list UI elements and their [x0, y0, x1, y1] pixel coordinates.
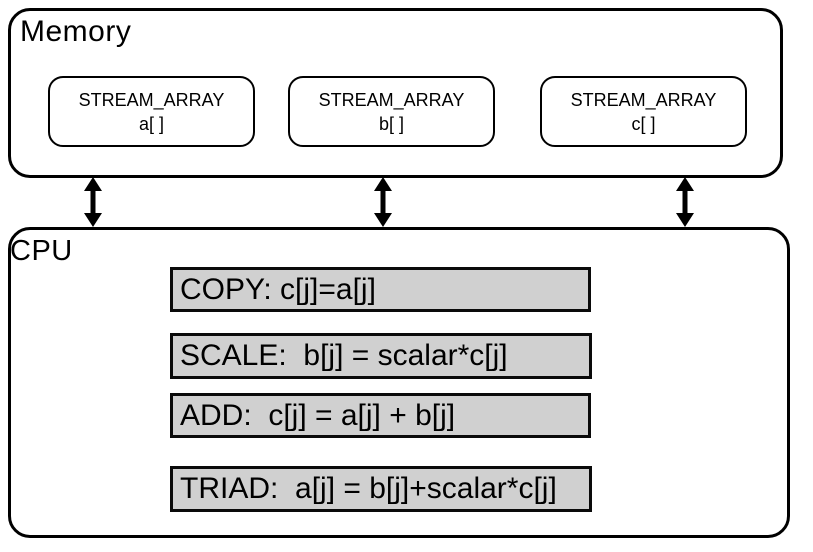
stream-array-a-name: a[ ] — [138, 113, 164, 134]
bidirectional-arrow-icon — [374, 177, 392, 227]
stream-array-a-box: STREAM_ARRAY a[ ] — [48, 76, 255, 147]
operation-triad-label: TRIAD: a[j] = b[j]+scalar*c[j] — [180, 472, 557, 505]
stream-array-b-title: STREAM_ARRAY — [318, 89, 465, 110]
bidirectional-arrow-icon — [676, 177, 694, 227]
operation-triad-box: TRIAD: a[j] = b[j]+scalar*c[j] — [170, 466, 592, 512]
operation-copy-label: COPY: c[j]=a[j] — [180, 272, 376, 306]
stream-array-c-title: STREAM_ARRAY — [570, 89, 717, 110]
stream-array-b-box: STREAM_ARRAY b[ ] — [288, 76, 495, 147]
stream-array-a-title: STREAM_ARRAY — [78, 89, 225, 110]
cpu-label: CPU — [10, 235, 73, 267]
operation-add-box: ADD: c[j] = a[j] + b[j] — [170, 393, 591, 438]
stream-array-c-name: c[ ] — [631, 113, 656, 134]
operation-scale-label: SCALE: b[j] = scalar*c[j] — [180, 339, 508, 372]
memory-label: Memory — [20, 15, 132, 48]
stream-array-b-name: b[ ] — [378, 113, 404, 134]
bidirectional-arrow-icon — [84, 177, 102, 227]
operation-add-label: ADD: c[j] = a[j] + b[j] — [180, 398, 456, 432]
stream-array-c-box: STREAM_ARRAY c[ ] — [540, 76, 747, 147]
operation-scale-box: SCALE: b[j] = scalar*c[j] — [170, 333, 592, 379]
operation-copy-box: COPY: c[j]=a[j] — [170, 267, 591, 312]
